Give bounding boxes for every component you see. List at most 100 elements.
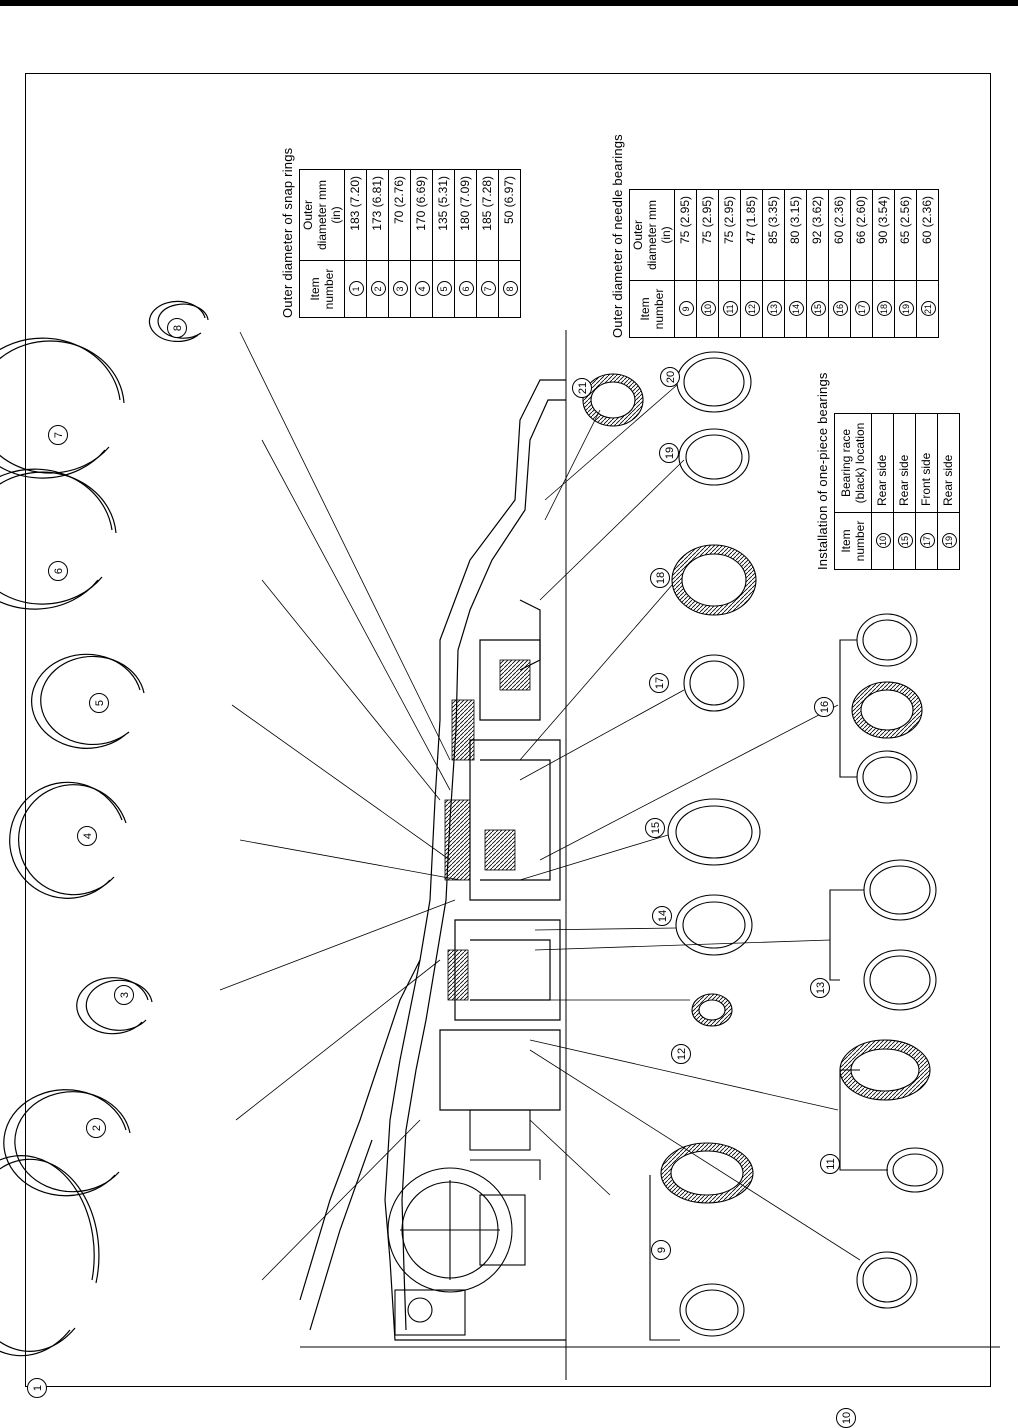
value-cell: 92 (3.62): [806, 189, 829, 281]
value-cell: 170 (6.69): [410, 169, 433, 261]
callout-18: 18: [650, 568, 670, 588]
item-number-cell: 1: [344, 260, 367, 318]
callout-10: 10: [836, 1408, 856, 1428]
item-number-cell: 12: [740, 280, 763, 338]
needle-bearing-21: [582, 373, 644, 427]
snap-ring-1: [0, 1155, 100, 1357]
item-number: 10: [700, 301, 716, 317]
item-number: 18: [876, 301, 892, 317]
item-number: 13: [766, 301, 782, 317]
value-cell: 75 (2.95): [718, 189, 741, 281]
item-number-cell: 17: [915, 512, 938, 570]
callout-17: 17: [649, 673, 669, 693]
figure-frame: [25, 73, 991, 1387]
item-number: 15: [810, 301, 826, 317]
item-number: 1: [348, 281, 364, 297]
callout-13: 13: [810, 978, 830, 998]
item-number-cell: 9: [674, 280, 697, 338]
needle-bearing-18: [671, 544, 757, 616]
snap-ring-3: [76, 977, 153, 1035]
item-number: 6: [458, 281, 474, 297]
needle-bearing-header-item: Item number: [629, 280, 675, 338]
item-number: 19: [898, 301, 914, 317]
item-number-cell: 4: [410, 260, 433, 318]
one-piece-header-value: Bearing race (black) location: [834, 413, 872, 513]
table-row: 19 65 (2.56): [894, 189, 917, 338]
callout-3: 3: [114, 985, 134, 1005]
snap-ring-6: [0, 468, 117, 610]
item-number-cell: 19: [937, 512, 960, 570]
item-number: 11: [722, 301, 738, 317]
value-cell: 135 (5.31): [432, 169, 455, 261]
item-number-cell: 3: [388, 260, 411, 318]
snap-ring-caption: Outer diameter of snap rings: [280, 147, 295, 318]
snap-ring-header-item: Item number: [299, 260, 345, 318]
needle-bearing-header-value: Outer diameter mm (in): [629, 189, 675, 281]
needle-bearing-11: [839, 1039, 944, 1193]
item-number: 14: [788, 301, 804, 317]
needle-bearing-10: [856, 1251, 918, 1309]
item-number: 15: [897, 533, 913, 549]
table-row: 15 92 (3.62): [806, 189, 829, 338]
item-number: 8: [502, 281, 518, 297]
item-number-cell: 2: [366, 260, 389, 318]
needle-bearing-table-block: Outer diameter of needle bearings Item n…: [610, 134, 939, 338]
item-number: 4: [414, 281, 430, 297]
item-number-cell: 10: [696, 280, 719, 338]
callout-7: 7: [48, 425, 68, 445]
item-number: 16: [832, 301, 848, 317]
item-number: 12: [744, 301, 760, 317]
value-cell: 65 (2.56): [894, 189, 917, 281]
callout-12: 12: [671, 1044, 691, 1064]
item-number: 7: [480, 281, 496, 297]
callout-8: 8: [167, 318, 187, 338]
transmission-housing: [299, 379, 566, 1341]
value-cell: Front side: [915, 413, 938, 513]
value-cell: 60 (2.36): [828, 189, 851, 281]
one-piece-table-block: Installation of one-piece bearings Item …: [815, 372, 960, 570]
item-number-cell: 6: [454, 260, 477, 318]
value-cell: 66 (2.60): [850, 189, 873, 281]
callout-5: 5: [89, 693, 109, 713]
item-number-cell: 15: [893, 512, 916, 570]
callout-1: 1: [27, 1378, 47, 1398]
oil-pump-section: [387, 1109, 541, 1336]
callout-11: 11: [820, 1154, 840, 1174]
snap-ring-table-block: Outer diameter of snap rings Item number…: [280, 148, 521, 318]
value-cell: Rear side: [937, 413, 960, 513]
callout-4: 4: [77, 826, 97, 846]
snap-ring-4: [9, 781, 127, 899]
item-number-cell: 19: [894, 280, 917, 338]
item-number: 2: [370, 281, 386, 297]
callout-15: 15: [645, 818, 665, 838]
item-number-cell: 15: [806, 280, 829, 338]
needle-bearing-caption: Outer diameter of needle bearings: [610, 134, 625, 338]
item-number-cell: 8: [498, 260, 521, 318]
snap-ring-5: [31, 653, 145, 749]
leader-lines: [219, 331, 861, 1281]
item-number: 10: [875, 533, 891, 549]
callout-9: 9: [651, 1240, 671, 1260]
item-number: 9: [678, 301, 694, 317]
snap-ring-8: [148, 300, 209, 343]
top-rule: [0, 0, 1018, 6]
snap-ring-7: [0, 337, 125, 479]
item-number-cell: 11: [718, 280, 741, 338]
needle-bearing-13: [829, 859, 937, 1011]
callout-19: 19: [659, 443, 679, 463]
needle-bearing-17: [683, 654, 745, 712]
